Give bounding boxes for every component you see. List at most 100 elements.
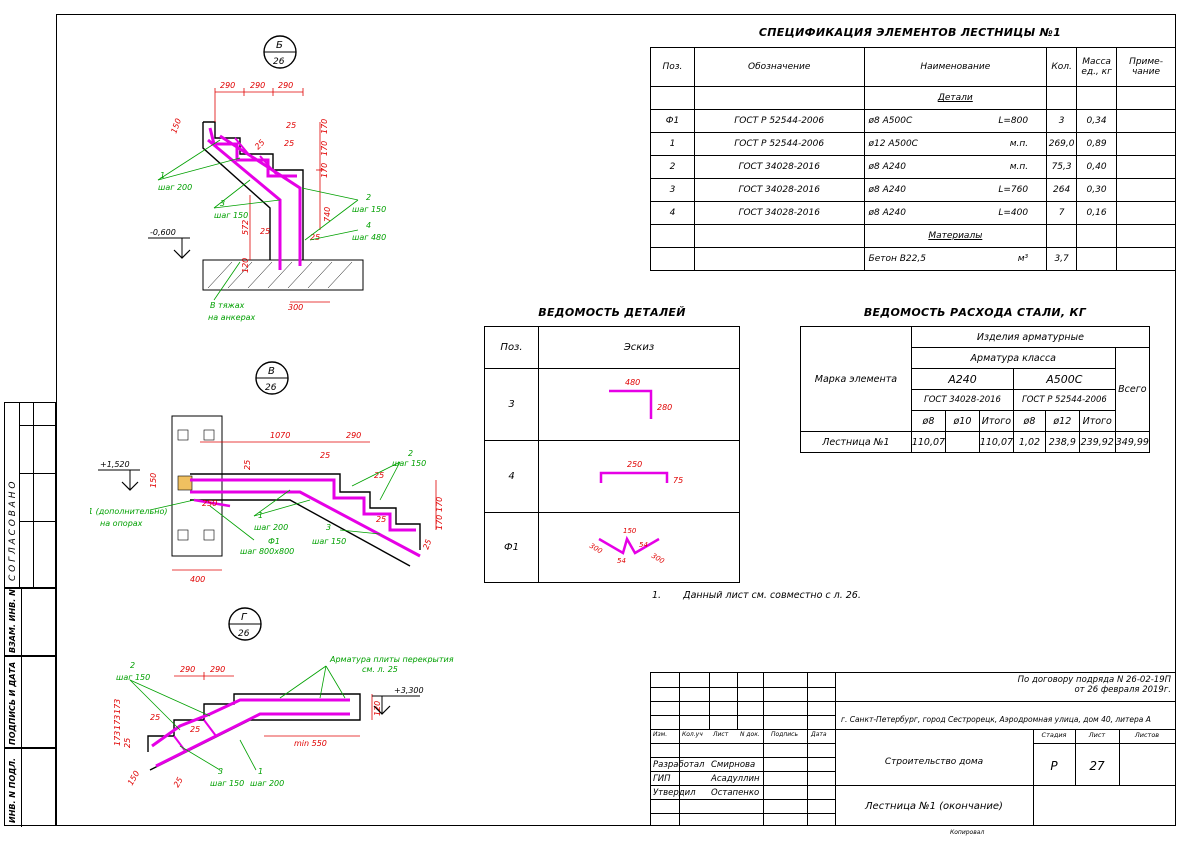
view-b-dim: 300: [288, 303, 303, 312]
replaced-inv-label: ВЗАМ. ИНВ. N: [8, 589, 17, 653]
steel-gost500-head: ГОСТ Р 52544-2006: [1013, 389, 1116, 411]
view-v-level: +1,520: [100, 460, 130, 469]
tb-col-head: N док.: [740, 731, 760, 738]
details-row: Ф1 300 150 54 54 300: [484, 512, 740, 583]
details-title: ВЕДОМОСТЬ ДЕТАЛЕЙ: [538, 306, 686, 319]
view-g-marker: Г 26: [228, 607, 262, 641]
view-g-callout: Арматура плиты перекрытия: [329, 655, 454, 664]
tb-col-head: Подпись: [771, 731, 798, 738]
spec-len: L=760: [998, 185, 1029, 195]
tb-person: Асадуллин: [711, 774, 760, 784]
note-number: 1.: [652, 590, 662, 601]
spec-pos: 1: [650, 132, 695, 156]
view-b-dim: 290: [278, 81, 293, 90]
spec-name-text: ø8 А240: [868, 208, 906, 218]
details-pos: Ф1: [484, 512, 539, 583]
agreed-label: С О Г Л А С О В А Н О: [8, 481, 18, 581]
tb-contract: По договору подряда N 26-02-19П от 26 фе…: [1018, 675, 1171, 695]
view-b-dim: 25: [260, 227, 270, 236]
steel-row-name: Лестница №1: [800, 431, 912, 453]
spec-mass: 0,16: [1076, 201, 1118, 225]
tb-sheet: 27: [1089, 759, 1105, 773]
sketch-f1-svg: 300 150 54 54 300: [588, 527, 666, 566]
view-b-dim: 170: [320, 141, 329, 156]
details-table: Поз.Эскиз 3 480 280 4 250 75 Ф1 300 15: [484, 326, 740, 583]
details-sketch-4: 250 75: [538, 440, 740, 513]
tb-person: Остапенко: [711, 788, 760, 798]
view-g-callout-sub: шаг 150: [210, 779, 244, 788]
steel-sub-head: Итого: [1078, 410, 1116, 432]
view-v-letter: В: [268, 366, 275, 377]
view-g-dim: 120: [373, 701, 382, 716]
view-g-dim: 290: [180, 665, 195, 674]
view-g-dim: 290: [210, 665, 225, 674]
steel-sub-head: ø8: [910, 410, 947, 432]
tb-address: г. Санкт-Петербург, город Сестрорецк, Аэ…: [841, 715, 1151, 724]
tb-col-head: Изм.: [653, 731, 668, 738]
sketch-4-dim-a: 250: [627, 460, 642, 469]
view-g-dim: 25: [190, 725, 200, 734]
view-v-dim: 170: [435, 515, 444, 530]
view-b-callout: 4: [366, 221, 371, 230]
sketch-4-svg: 250 75: [599, 460, 683, 485]
view-g-dim: min 550: [294, 739, 327, 748]
spec-mass: 0,34: [1076, 109, 1118, 133]
spec-section-details: Детали: [863, 86, 1048, 110]
spec-name-text: ø12 А500С: [868, 139, 918, 149]
view-v-dim: 250: [202, 499, 217, 508]
tb-col-head: Лист: [713, 731, 729, 738]
spec-pos: 4: [650, 201, 695, 225]
spec-head-pos: Поз.: [650, 47, 695, 87]
view-b-dim: 572: [241, 220, 250, 235]
tb-col-head: Кол.уч: [682, 731, 703, 738]
tb-contract-line1: По договору подряда N 26-02-19П: [1017, 675, 1171, 685]
tb-stage-head: Стадия: [1041, 731, 1067, 739]
steel-val: 110,07: [910, 431, 947, 453]
replaced-inv-stamp: ВЗАМ. ИНВ. N: [4, 588, 56, 657]
view-v-dim: 400: [190, 575, 205, 584]
title-block: Изм. Кол.уч Лист N док. Подпись Дата Раз…: [650, 672, 1176, 826]
steel-mark-head: Марка элемента: [800, 326, 912, 432]
view-v-callout: 1 (дополнительно): [90, 507, 168, 516]
spec-len: L=400: [998, 208, 1029, 218]
spec-head-name: Наименование: [863, 47, 1048, 87]
spec-material-unit: м³: [1017, 254, 1029, 264]
tb-col-head: Дата: [811, 731, 827, 738]
steel-val: 349,99: [1114, 431, 1151, 453]
view-b-sheet: 26: [273, 57, 285, 67]
tb-contract-line2: от 26 февраля 2019г.: [1074, 685, 1171, 695]
note: 1. Данный лист см. совместно с л. 26.: [652, 590, 861, 601]
steel-total-head: Всего: [1114, 347, 1151, 432]
sketch-f1-dim-b: 150: [623, 527, 637, 535]
tb-role: Разработал: [653, 760, 705, 770]
view-b-dim: 170: [320, 163, 329, 178]
view-g-callout-sub: шаг 200: [250, 779, 284, 788]
steel-a500-head: А500С: [1013, 368, 1116, 390]
view-g-dim: 150: [126, 769, 141, 787]
spec-head-note: Приме- чание: [1116, 47, 1176, 87]
view-b-dim: 740: [323, 207, 332, 222]
details-head-sketch: Эскиз: [538, 326, 740, 369]
steel-a240-head: А240: [910, 368, 1015, 390]
spec-len: м.п.: [1009, 139, 1029, 149]
steel-row: Лестница №1 110,07 110,07 1,02 238,9 239…: [800, 431, 1151, 453]
view-v: В 26 1070 290 25 25 150 25 170 170 25: [90, 361, 444, 584]
spec-pos: 2: [650, 155, 695, 179]
view-v-callout: 1: [258, 511, 263, 520]
spec-qty: 75,3: [1046, 155, 1078, 179]
view-g-callout: 2: [130, 661, 135, 670]
view-v-dim: 25: [320, 451, 330, 460]
spec-name-text: ø8 А240: [868, 162, 906, 172]
view-v-callout-sub: шаг 200: [254, 523, 288, 532]
view-v-dim: 170: [435, 497, 444, 512]
view-g-level: +3,300: [394, 686, 424, 695]
view-g-dim: 173: [113, 731, 122, 746]
spec-qty: 264: [1046, 178, 1078, 202]
spec-head-doc: Обозначение: [693, 47, 865, 87]
drawing-frame: [56, 14, 1176, 826]
view-g-dim: 173: [113, 699, 122, 714]
